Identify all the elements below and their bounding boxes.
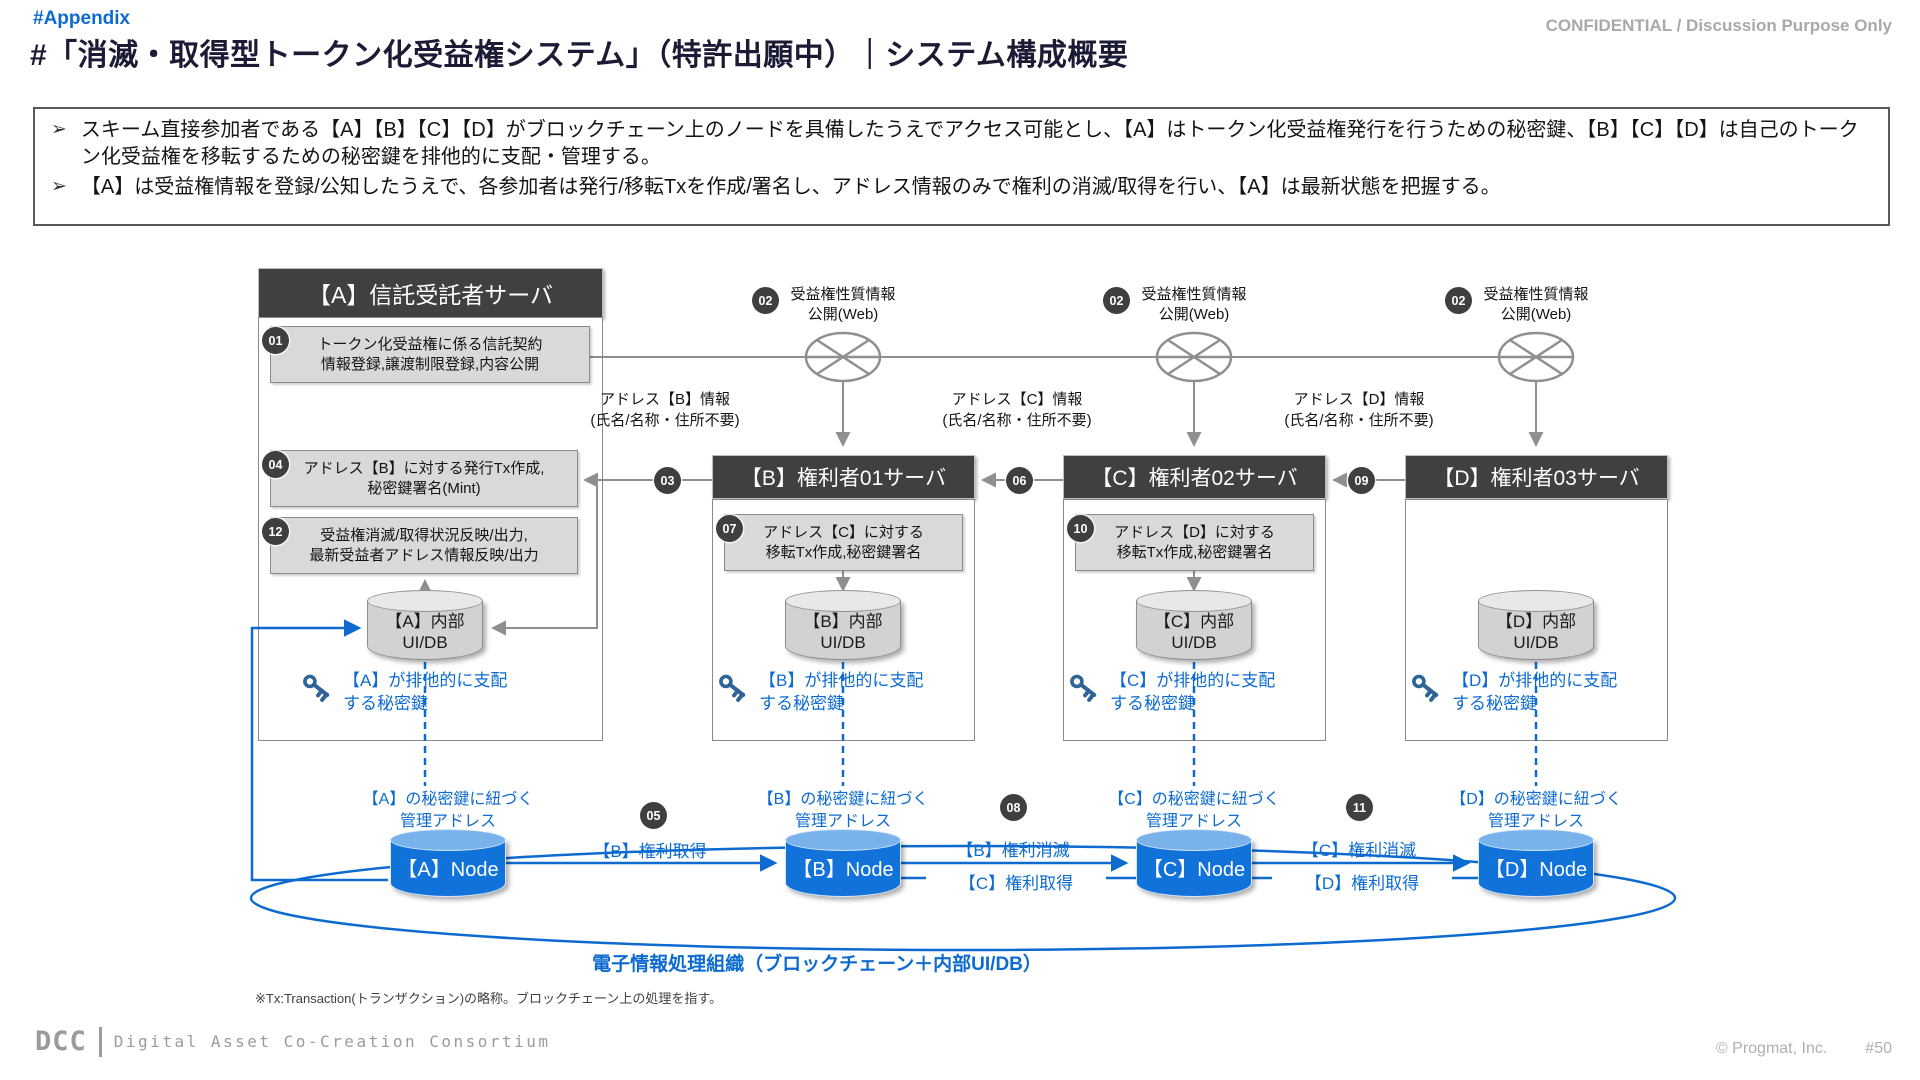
bullet-arrow-icon: ➢: [51, 175, 67, 197]
server-b-header: 【B】権利者01サーバ: [712, 455, 975, 499]
confidential-label: CONFIDENTIAL / Discussion Purpose Only: [1545, 16, 1892, 35]
web-publish-label-b: 受益権性質情報 公開(Web): [790, 286, 896, 324]
db-cylinder-a-label: 【A】内部 UI/DB: [385, 611, 465, 652]
organization-label: 電子情報処理組織（ブロックチェーン＋内部UI/DB）: [592, 954, 1042, 975]
summary-bullet-1: スキーム直接参加者である【A】【B】【C】【D】がブロックチェーン上のノードを具…: [80, 119, 1859, 168]
dcc-logo: DCC Digital Asset Co-Creation Consortium: [35, 1026, 551, 1057]
step-badge-07: 07: [716, 515, 743, 542]
cylinder-top: [1478, 829, 1594, 851]
page-number: #50: [1865, 1040, 1892, 1057]
web-globe-icon: [804, 331, 882, 383]
summary-bullet-row: ➢ スキーム直接参加者である【A】【B】【C】【D】がブロックチェーン上のノード…: [51, 117, 1872, 171]
web-publish-label-d: 受益権性質情報 公開(Web): [1483, 286, 1589, 324]
key-icon: [1412, 674, 1439, 702]
logo-divider: [98, 1026, 102, 1057]
address-badge-06: 06: [1006, 467, 1033, 494]
step-badge-10: 10: [1067, 515, 1094, 542]
key-icon: [719, 674, 746, 702]
node-address-d: 【D】の秘密鍵に紐づく 管理アドレス: [1450, 791, 1622, 830]
step-box-01: トークン化受益権に係る信託契約 情報登録,譲渡制限登録,内容公開: [270, 326, 590, 383]
flow-05-acquire: 【B】権利取得: [593, 842, 707, 861]
web-publish-badge: 02: [1103, 287, 1130, 314]
copyright: © Progmat, Inc.: [1715, 1040, 1828, 1057]
step-box-10: アドレス【D】に対する 移転Tx作成,秘密鍵署名: [1075, 514, 1314, 571]
flow-08-extinguish: 【B】権利消滅: [956, 841, 1070, 860]
summary-bullet-2: 【A】は受益権情報を登録/公知したうえで、各参加者は発行/移転Txを作成/署名し…: [80, 175, 1501, 198]
bullet-arrow-icon: ➢: [51, 119, 67, 140]
cylinder-top: [1136, 590, 1252, 612]
page-title: #「消滅・取得型トークン化受益権システム」（特許出願中）｜システム構成概要: [30, 39, 1129, 72]
step-box-12: 受益権消滅/取得状況反映/出力, 最新受益者アドレス情報反映/出力: [270, 517, 578, 574]
key-note-c-text: 【C】が排他的に支配 する秘密鍵: [1110, 671, 1276, 713]
key-note-b: 【B】が排他的に支配 する秘密鍵: [716, 670, 923, 716]
node-c-label: 【C】Node: [1142, 858, 1246, 881]
key-icon: [303, 674, 330, 702]
address-info-c: アドレス【C】情報 (氏名/名称・住所不要): [942, 391, 1092, 429]
db-cylinder-d-label: 【D】内部 UI/DB: [1495, 611, 1577, 652]
cylinder-top: [785, 590, 901, 612]
node-a-label: 【A】Node: [397, 858, 499, 881]
cylinder-top: [367, 590, 483, 612]
address-badge-03: 03: [654, 467, 681, 494]
step-badge-12: 12: [262, 518, 289, 545]
web-publish-badge: 02: [1445, 287, 1472, 314]
node-cylinder-a: 【A】Node: [390, 829, 506, 897]
flow-11-extinguish: 【C】権利消滅: [1301, 841, 1417, 860]
db-cylinder-c: 【C】内部 UI/DB: [1136, 590, 1252, 660]
db-cylinder-d: 【D】内部 UI/DB: [1478, 590, 1594, 660]
server-c-header: 【C】権利者02サーバ: [1063, 455, 1326, 499]
key-note-c: 【C】が排他的に支配 する秘密鍵: [1067, 670, 1275, 716]
node-address-c: 【C】の秘密鍵に紐づく 管理アドレス: [1108, 791, 1280, 830]
flow-badge-08: 08: [1000, 794, 1027, 821]
node-b-label: 【B】Node: [792, 858, 894, 881]
address-info-b: アドレス【B】情報 (氏名/名称・住所不要): [590, 391, 740, 429]
cylinder-top: [1478, 590, 1594, 612]
tx-footnote: ※Tx:Transaction(トランザクション)の略称。ブロックチェーン上の処…: [255, 991, 723, 1006]
cylinder-top: [785, 829, 901, 851]
key-icon: [1070, 674, 1097, 702]
web-globe-icon: [1497, 331, 1575, 383]
db-cylinder-a: 【A】内部 UI/DB: [367, 590, 483, 660]
cylinder-top: [390, 829, 506, 851]
web-publish-badge: 02: [752, 287, 779, 314]
step-box-07: アドレス【C】に対する 移転Tx作成,秘密鍵署名: [724, 514, 963, 571]
dcc-logo-text: DCC: [35, 1026, 87, 1057]
appendix-tag: #Appendix: [33, 8, 131, 29]
key-note-a: 【A】が排他的に支配 する秘密鍵: [300, 670, 507, 716]
web-publish-label-c: 受益権性質情報 公開(Web): [1141, 286, 1247, 324]
db-cylinder-c-label: 【C】内部 UI/DB: [1153, 611, 1235, 652]
address-badge-09: 09: [1348, 467, 1375, 494]
step-badge-04: 04: [262, 451, 289, 478]
step-box-04: アドレス【B】に対する発行Tx作成, 秘密鍵署名(Mint): [270, 450, 578, 507]
db-cylinder-b-label: 【B】内部 UI/DB: [803, 611, 883, 652]
node-cylinder-d: 【D】Node: [1478, 829, 1594, 897]
db-cylinder-b: 【B】内部 UI/DB: [785, 590, 901, 660]
node-address-a: 【A】の秘密鍵に紐づく 管理アドレス: [362, 791, 534, 830]
key-note-d-text: 【D】が排他的に支配 する秘密鍵: [1452, 671, 1618, 713]
cylinder-top: [1136, 829, 1252, 851]
flow-11-acquire: 【D】権利取得: [1272, 869, 1452, 894]
address-info-d: アドレス【D】情報 (氏名/名称・住所不要): [1284, 391, 1434, 429]
node-d-label: 【D】Node: [1484, 858, 1588, 881]
consortium-name: Digital Asset Co-Creation Consortium: [113, 1032, 551, 1051]
node-cylinder-c: 【C】Node: [1136, 829, 1252, 897]
key-note-d: 【D】が排他的に支配 する秘密鍵: [1409, 670, 1617, 716]
web-globe-icon: [1155, 331, 1233, 383]
node-cylinder-b: 【B】Node: [785, 829, 901, 897]
server-d-header: 【D】権利者03サーバ: [1405, 455, 1668, 499]
key-note-a-text: 【A】が排他的に支配 する秘密鍵: [343, 671, 508, 713]
flow-08-acquire: 【C】権利取得: [926, 869, 1106, 894]
server-a-header: 【A】信託受託者サーバ: [258, 268, 603, 318]
step-badge-01: 01: [262, 327, 289, 354]
flow-badge-11: 11: [1346, 794, 1373, 821]
flow-badge-05: 05: [640, 802, 667, 829]
key-note-b-text: 【B】が排他的に支配 する秘密鍵: [759, 671, 924, 713]
footer-right: © Progmat, Inc. #50: [1716, 1040, 1892, 1058]
node-address-b: 【B】の秘密鍵に紐づく 管理アドレス: [757, 791, 929, 830]
summary-box: ➢ スキーム直接参加者である【A】【B】【C】【D】がブロックチェーン上のノード…: [33, 107, 1890, 226]
summary-bullet-row: ➢ 【A】は受益権情報を登録/公知したうえで、各参加者は発行/移転Txを作成/署…: [51, 174, 1872, 201]
